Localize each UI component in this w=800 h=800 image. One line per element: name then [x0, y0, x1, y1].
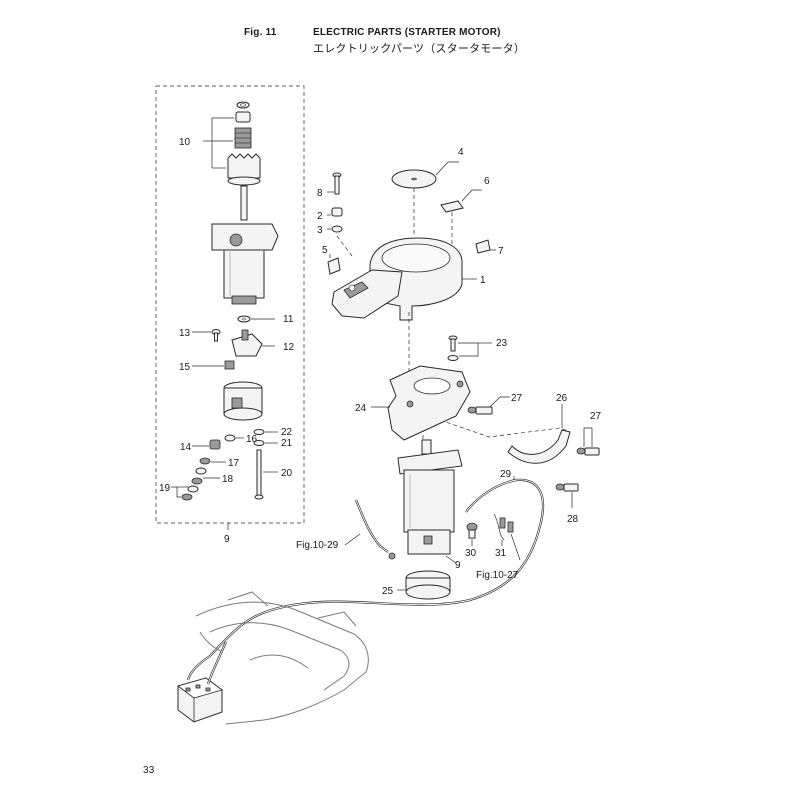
battery-cables: [186, 641, 228, 685]
part-29-battery-cable: [209, 478, 545, 657]
part-10-pinion-set: [227, 101, 261, 186]
part-5-label: [327, 257, 341, 275]
callout-21: 21: [281, 438, 293, 449]
callout-14: 14: [180, 442, 192, 453]
part-20-through-bolt: [254, 449, 264, 500]
fig10-29-wire-reference: [354, 499, 396, 560]
callout-15: 15: [179, 362, 191, 373]
callout-13: 13: [179, 328, 191, 339]
part-21-washer: [253, 440, 265, 446]
part-31-terminal: [493, 513, 514, 541]
starter-motor-body: [211, 185, 279, 305]
part-9-starter-motor: [397, 439, 463, 564]
figure-title: ELECTRIC PARTS (STARTER MOTOR): [313, 27, 501, 38]
part-6-label: [440, 200, 464, 213]
part-3-washer: [331, 225, 343, 233]
fig10-29-reference: Fig.10-29: [296, 540, 339, 551]
callout-31: 31: [495, 548, 507, 559]
fig10-27-reference: Fig.10-27: [476, 570, 519, 581]
part-12-brush-holder: [231, 329, 263, 357]
callout-26: 26: [556, 393, 568, 404]
callout-27-lower: 27: [590, 411, 602, 422]
callout-25: 25: [382, 586, 394, 597]
part-30-bolt: [466, 522, 478, 539]
part-15-brush: [224, 360, 235, 370]
part-27-bolt-lower: [576, 447, 600, 456]
boat-hull-outline: [195, 591, 369, 725]
callout-24: 24: [355, 403, 367, 414]
part-16-washer: [224, 434, 236, 442]
part-28-bolt: [555, 483, 579, 492]
part-1-cowl-cover: [331, 237, 463, 321]
figure-title-japanese: エレクトリックパーツ（スタータモータ）: [313, 43, 526, 55]
callout-19: 19: [159, 483, 171, 494]
callout-18: 18: [222, 474, 234, 485]
part-25-ring: [405, 570, 451, 600]
callout-9-motor: 9: [455, 560, 461, 571]
page-number: 33: [143, 765, 155, 776]
callout-28: 28: [567, 514, 579, 525]
part-13-screw: [211, 329, 221, 342]
callout-22: 22: [281, 427, 293, 438]
callout-4: 4: [458, 147, 464, 158]
callout-17: 17: [228, 458, 240, 469]
part-26-clamp-band: [507, 429, 571, 464]
callout-8: 8: [317, 188, 323, 199]
starter-motor-group-box: [155, 85, 305, 524]
callout-9-group: 9: [224, 534, 230, 545]
figure-number: Fig. 11: [244, 27, 277, 38]
part-7-label: [475, 239, 491, 254]
callout-30: 30: [465, 548, 477, 559]
part-14-collar: [209, 439, 221, 450]
callout-6: 6: [484, 176, 490, 187]
battery: [177, 677, 223, 723]
callout-27-upper: 27: [511, 393, 523, 404]
part-24-motor-bracket: [387, 365, 471, 441]
callout-1: 1: [480, 275, 486, 286]
callout-23: 23: [496, 338, 508, 349]
callout-10: 10: [179, 137, 191, 148]
callout-12: 12: [283, 342, 295, 353]
part-22-washer: [253, 429, 265, 435]
end-cover: [223, 381, 263, 421]
part-4-cap-plate: [391, 169, 437, 189]
callout-16: 16: [246, 434, 258, 445]
callout-2: 2: [317, 211, 323, 222]
callout-3: 3: [317, 225, 323, 236]
callout-7: 7: [498, 246, 504, 257]
part-23-bolt-washer: [447, 335, 459, 361]
callout-29: 29: [500, 469, 512, 480]
part-8-bolt: [332, 172, 342, 195]
callout-20: 20: [281, 468, 293, 479]
part-11-washer: [237, 315, 251, 323]
part-17-19-nut-washer-stack: [181, 457, 211, 501]
callout-11: 11: [283, 314, 294, 325]
part-27-bolt-upper: [467, 406, 493, 415]
part-2-collar: [331, 207, 343, 217]
callout-5: 5: [322, 245, 328, 256]
